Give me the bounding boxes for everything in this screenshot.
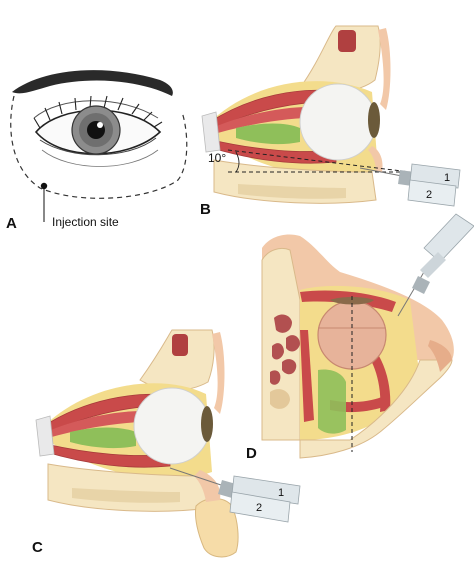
panel-letter-b: B (200, 201, 211, 218)
globe (299, 83, 377, 161)
optic-nerve-region (236, 123, 300, 145)
syringe-d-hub (412, 276, 430, 294)
upper-lid-crease (33, 100, 159, 119)
syringe-c-number-2: 2 (256, 502, 262, 514)
upper-lashes (33, 95, 163, 129)
cornea-c (201, 406, 213, 442)
panel-letter-c: C (32, 539, 43, 556)
optic-nerve-region-c (70, 427, 136, 449)
lower-lid (39, 137, 157, 156)
ethmoid-cells (270, 314, 300, 409)
maxillary-sinus-b (238, 184, 346, 199)
syringe-b-number-1: 1 (444, 172, 450, 184)
lower-skin-d (428, 340, 452, 372)
medial-rectus-d (300, 330, 314, 422)
needle-path-line (227, 149, 411, 173)
angle-label: 10° (208, 151, 226, 165)
globe-c (133, 387, 211, 465)
panel-a-eye-frontal: Injection site A (6, 70, 188, 232)
lower-lid-fold (41, 149, 159, 167)
injection-site-dot (40, 182, 48, 190)
needle-b (359, 167, 403, 177)
needle-c (169, 467, 225, 487)
syringe-b-barrel-2 (407, 179, 457, 207)
panel-b-sagittal-orbit: 10° 1 2 B (200, 25, 461, 218)
panel-letter-d: D (246, 445, 257, 462)
inferior-muscle (211, 139, 337, 164)
syringe-d-neck (420, 252, 446, 278)
optic-nerve-d (318, 369, 346, 434)
eyebrow (12, 70, 173, 96)
syringe-b-number-2: 2 (426, 189, 432, 201)
syringe-c-barrel-1 (231, 475, 301, 505)
syringe-c-barrel-2 (229, 491, 291, 523)
syringe-d (397, 213, 474, 317)
injection-site-label: Injection site (52, 215, 119, 229)
orbit-apex-c (35, 415, 55, 457)
orbit-apex-b (201, 111, 221, 153)
maxillary-sinus-c (72, 488, 180, 503)
syringe-c-number-1: 1 (278, 487, 284, 499)
lower-lid-skin-b (368, 146, 383, 172)
orbit-outline (10, 95, 188, 199)
panel-letter-a: A (6, 215, 17, 232)
syringe-c: 1 2 (169, 467, 301, 523)
angle-arc (235, 151, 240, 173)
syringe-b: 1 2 (359, 163, 461, 207)
eyelid-skin-c (212, 332, 225, 414)
inferior-muscle-c (45, 443, 171, 468)
eyelid-skin-b (378, 28, 391, 110)
syringe-d-barrel (423, 213, 474, 263)
frontal-sinus (338, 30, 356, 52)
maxilla-d (299, 359, 453, 459)
finger (195, 498, 239, 558)
globe-d-lens (330, 297, 374, 305)
pupil-highlight (97, 122, 103, 128)
cornea (368, 102, 380, 138)
frontal-sinus-c (172, 334, 188, 356)
panel-d-coronal-orbit: D (246, 213, 474, 462)
panel-c-sagittal-orbit: 1 2 C (32, 329, 301, 558)
